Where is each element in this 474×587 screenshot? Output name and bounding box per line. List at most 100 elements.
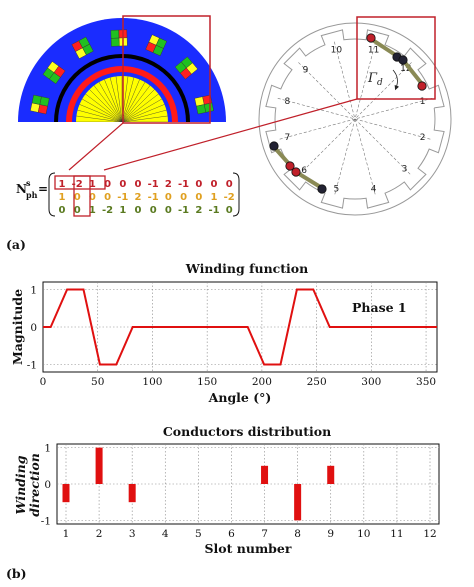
panel-label-a: (a) [6, 237, 26, 252]
matrix-cell: 0 [150, 205, 157, 216]
chart2-ylabel-line1: Winding [13, 455, 28, 514]
conductor [398, 55, 408, 65]
matrix-cell: 0 [119, 179, 126, 190]
coil-quad [196, 104, 207, 115]
chart2-xlabel: Slot number [205, 541, 292, 556]
coil-quad [110, 29, 120, 39]
conductor [317, 184, 327, 194]
slot-label-6: 6 [301, 166, 307, 176]
chart1-xlabel: Angle (°) [208, 390, 272, 405]
coil-quad [152, 44, 164, 57]
slot-axis [277, 98, 433, 140]
slot-coil [174, 56, 198, 80]
matrix-cell: 2 [165, 179, 172, 190]
x-tick-label: 50 [91, 376, 104, 388]
coil-side [401, 58, 424, 86]
gamma-label: Γd [367, 71, 383, 88]
matrix-equals: = [38, 182, 48, 196]
shaft-line [77, 109, 123, 122]
shaft-line [121, 109, 167, 122]
shaft-line [79, 104, 123, 122]
matrix-label: N [16, 182, 27, 196]
shaft-line [121, 85, 151, 122]
x-tick-label: 9 [327, 528, 334, 540]
matrix-cell: -1 [178, 205, 189, 216]
slot-label-4: 4 [371, 185, 377, 195]
y-tick-label: 0 [30, 322, 37, 334]
x-tick-label: 4 [162, 528, 169, 540]
zoom-box-left [122, 15, 211, 124]
slot-coil [30, 94, 50, 115]
matrix-cell: 0 [135, 179, 142, 190]
shaft-line [121, 77, 135, 122]
slot-label-9: 9 [303, 66, 309, 76]
matrix-cell: 1 [211, 192, 218, 203]
matrix-bracket-right [232, 172, 240, 217]
x-tick-label: 0 [40, 376, 47, 388]
shaft-line [109, 77, 123, 122]
chart1-ylabel: Magnitude [10, 289, 25, 365]
matrix-cell: -2 [224, 192, 235, 203]
stator-inner-slots [265, 29, 445, 209]
shaft-line [121, 98, 162, 122]
coil-conductors [269, 33, 427, 194]
matrix-cell: 1 [119, 205, 126, 216]
slot-axis-lines [277, 41, 433, 197]
x-tick-label: 200 [252, 376, 272, 388]
matrix-cell: 0 [74, 205, 81, 216]
shaft-line [121, 115, 168, 122]
matrix-cell: 2 [135, 192, 142, 203]
matrix-cell: 0 [180, 192, 187, 203]
panel-label-b: (b) [6, 566, 27, 581]
coil-side [294, 170, 324, 190]
shaft-line [104, 79, 123, 122]
chart1-title: Winding function [185, 261, 308, 276]
slot-label-5: 5 [333, 185, 339, 195]
x-tick-label: 300 [361, 376, 381, 388]
matrix-cell: -1 [148, 192, 159, 203]
conductor [269, 141, 279, 151]
x-tick-label: 10 [357, 528, 370, 540]
coil-quad [110, 37, 120, 47]
chart1-annotation: Phase 1 [352, 300, 407, 315]
x-tick-label: 150 [197, 376, 217, 388]
coil-side [272, 145, 292, 167]
y-tick-label: 0 [44, 479, 51, 491]
matrix-cell: 1 [59, 192, 66, 203]
coil-side [369, 37, 399, 58]
gamma-arc [392, 69, 400, 91]
shaft-line [121, 82, 146, 122]
shaft-line [82, 98, 123, 122]
x-tick-label: 8 [294, 528, 301, 540]
bar-slot-1 [62, 484, 70, 503]
x-tick-label: 11 [390, 528, 403, 540]
matrix-cell: -2 [102, 205, 113, 216]
slot-label-8: 8 [285, 97, 291, 107]
slot-label-1: 1 [420, 97, 426, 107]
matrix-cell: -2 [72, 179, 83, 190]
slot-label-3: 3 [402, 164, 408, 174]
x-tick-label: 6 [228, 528, 235, 540]
y-tick-label: -1 [41, 515, 51, 527]
chart2-title: Conductors distribution [163, 424, 331, 439]
matrix-cell: 1 [59, 179, 66, 190]
bar-slot-8 [294, 484, 302, 521]
slot-coil [145, 34, 167, 57]
conductor [291, 167, 301, 177]
coil-quad [53, 65, 66, 78]
conductor [285, 161, 295, 171]
slot-label-10: 10 [331, 45, 343, 55]
matrix-cell: 1 [89, 179, 96, 190]
x-tick-label: 7 [261, 528, 268, 540]
x-tick-label: 100 [142, 376, 162, 388]
matrix-cell: 1 [89, 205, 96, 216]
x-tick-label: 250 [307, 376, 327, 388]
matrix-cell: 0 [195, 179, 202, 190]
slot-coil [71, 36, 94, 59]
x-tick-label: 3 [129, 528, 136, 540]
